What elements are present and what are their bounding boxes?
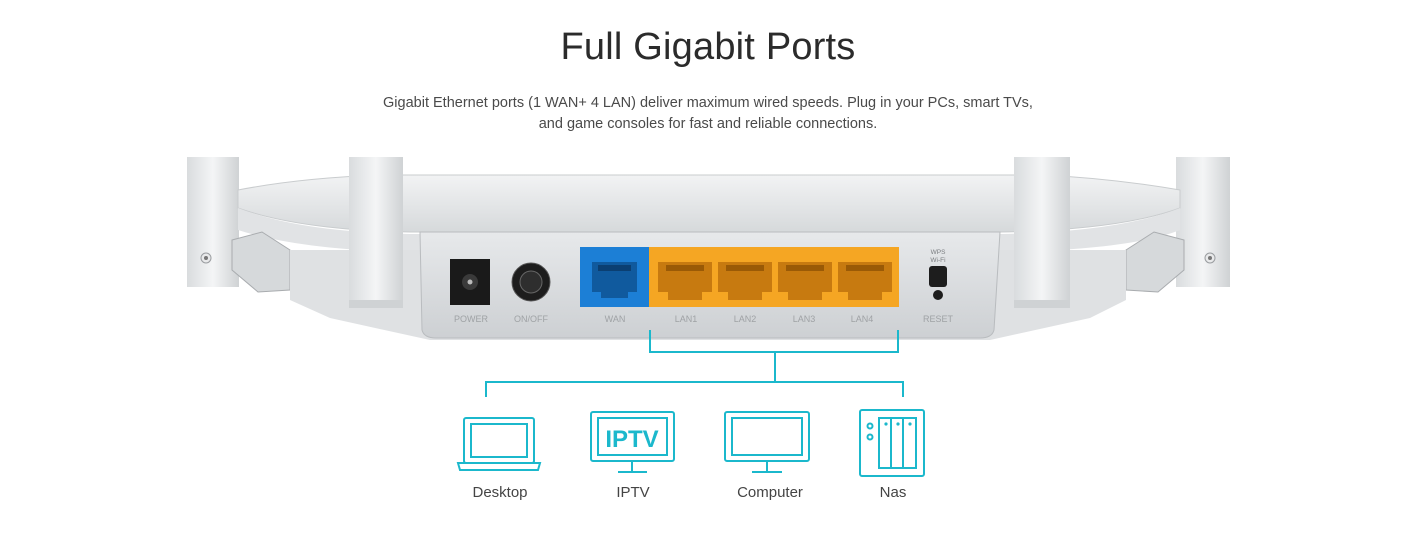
computer-label: Computer <box>737 484 803 501</box>
power-label: POWER <box>454 314 489 324</box>
desktop-label: Desktop <box>472 484 528 501</box>
iptv-label: IPTV <box>616 484 650 501</box>
lan3-port <box>778 262 832 300</box>
reset-pinhole <box>933 290 943 300</box>
feature-description: Gigabit Ethernet ports (1 WAN+ 4 LAN) de… <box>0 93 1416 135</box>
iptv-icon <box>590 411 675 473</box>
lan2-port <box>718 262 772 300</box>
description-line-1: Gigabit Ethernet ports (1 WAN+ 4 LAN) de… <box>383 95 1033 111</box>
antenna-left-outer <box>187 157 239 287</box>
description-line-2: and game consoles for fast and reliable … <box>538 116 878 132</box>
lan2-label: LAN2 <box>734 314 757 324</box>
router-body <box>231 174 1185 340</box>
nas-icon <box>859 409 925 477</box>
laptop-icon <box>456 417 542 471</box>
page-title: Full Gigabit Ports <box>560 26 856 68</box>
lan1-label: LAN1 <box>675 314 698 324</box>
lan4-label: LAN4 <box>851 314 874 324</box>
iptv-screen-text: IPTV <box>605 426 658 453</box>
nas-label: Nas <box>879 484 907 501</box>
lan4-port <box>838 262 892 300</box>
antenna-right-outer <box>1176 157 1230 287</box>
power-port <box>450 259 490 305</box>
lan3-label: LAN3 <box>793 314 816 324</box>
wan-port <box>580 247 649 307</box>
computer-monitor-icon <box>724 411 810 473</box>
wan-label: WAN <box>605 314 626 324</box>
onoff-button <box>511 262 551 302</box>
lan1-port <box>658 262 712 300</box>
connection-lines <box>485 330 904 397</box>
lan-ports-group <box>649 247 899 307</box>
wps-button <box>929 266 947 287</box>
wps-label: WPS <box>931 249 946 256</box>
reset-label: RESET <box>923 314 954 324</box>
wifi-label: Wi-Fi <box>930 257 945 264</box>
antenna-right-inner <box>1014 157 1070 308</box>
antenna-left-inner <box>349 157 403 308</box>
nas-drive-dots <box>884 422 912 426</box>
onoff-label: ON/OFF <box>514 314 548 324</box>
